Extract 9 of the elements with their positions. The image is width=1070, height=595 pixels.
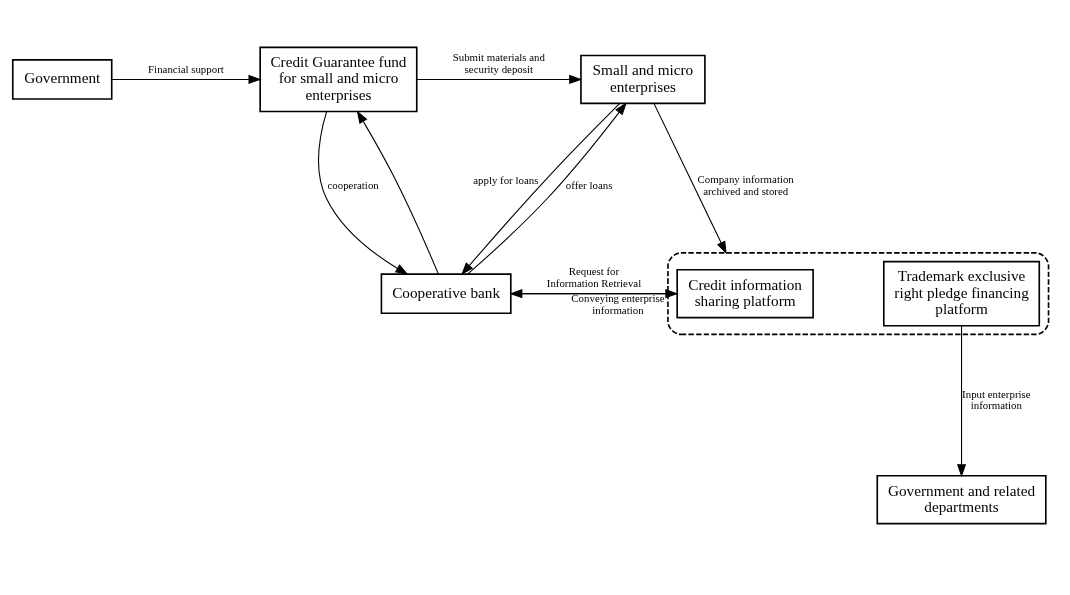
edge-label: cooperation — [327, 178, 379, 191]
edge-label: offer loans — [565, 178, 613, 191]
edge-label: Financial support — [148, 62, 224, 75]
edge-label: Submit materials and security deposit — [452, 50, 545, 75]
edge-label: Input enterprise information — [962, 387, 1031, 411]
edge-label: Request for Information Retrieval — [546, 264, 642, 289]
edge-label: Company information archived and stored — [697, 172, 794, 197]
edge-label: Conveying enterprise information — [571, 291, 665, 316]
edge-label: apply for loans — [473, 173, 539, 186]
